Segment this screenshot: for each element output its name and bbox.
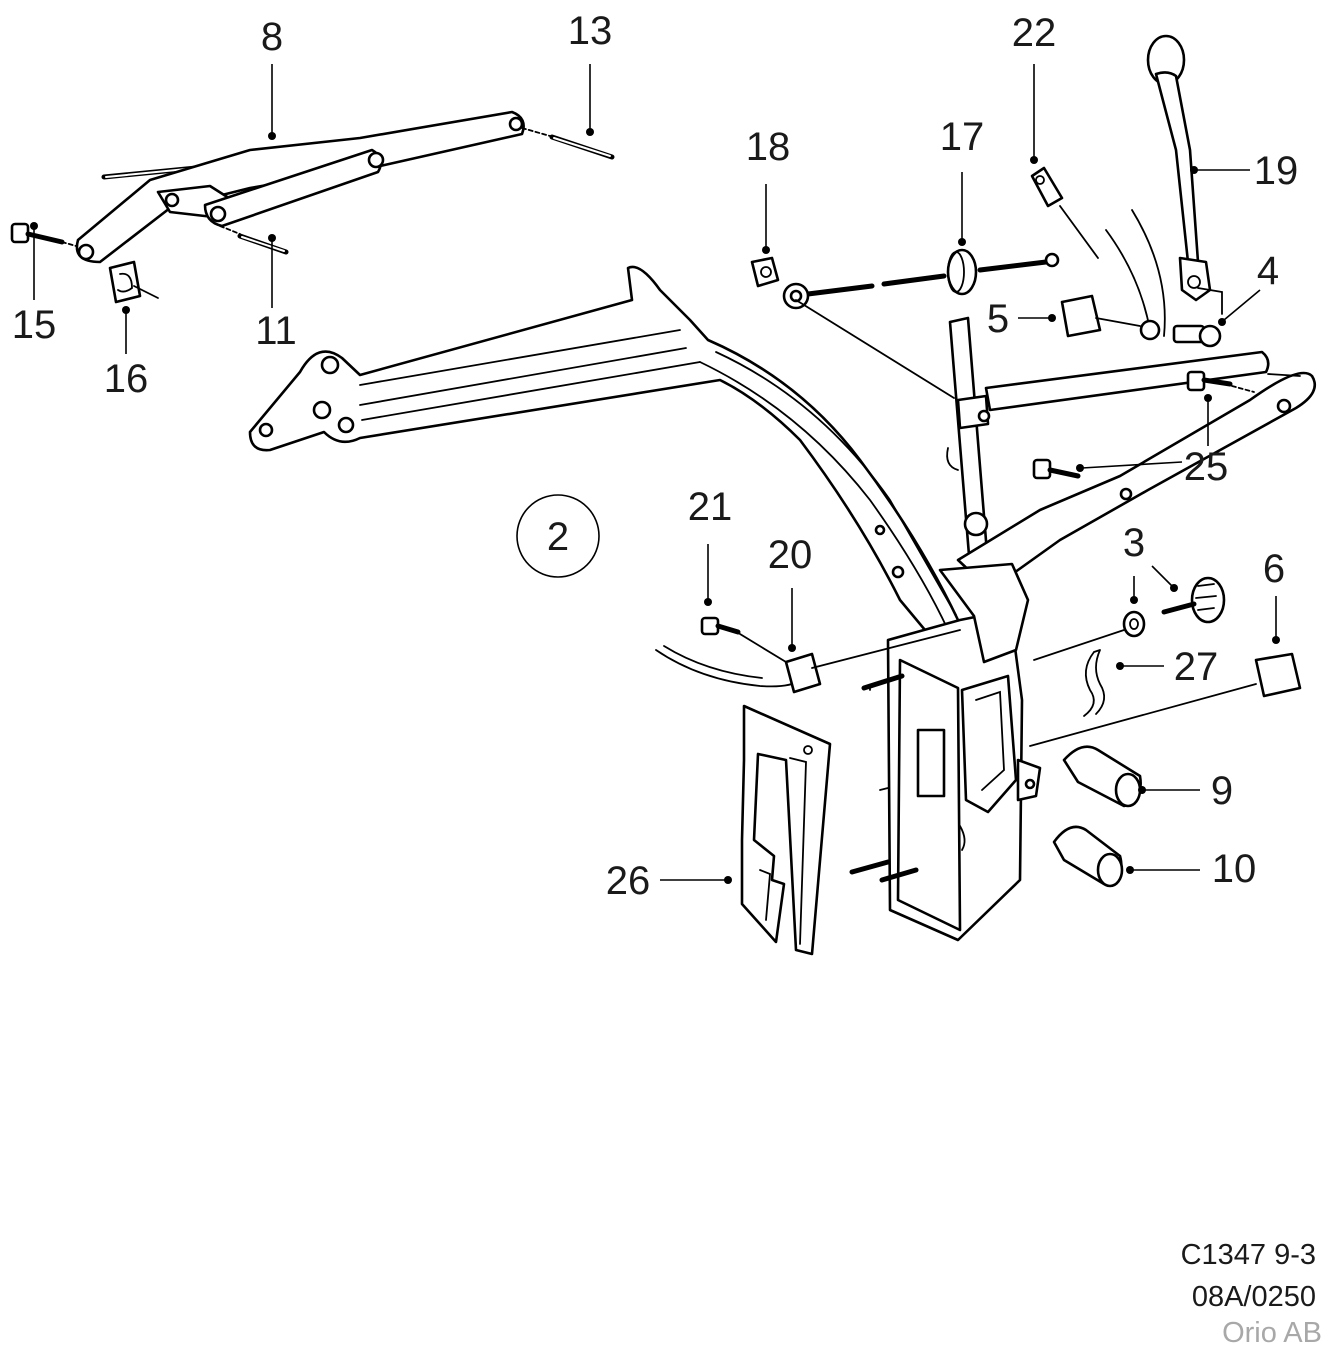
callout-circle-2 (516, 494, 600, 578)
publisher-watermark: Orio AB (1222, 1317, 1322, 1349)
handle-rod-part-19 (1146, 34, 1223, 315)
callout-6: 6 (1263, 547, 1285, 591)
clip-part-18 (750, 256, 780, 288)
buffer-part-9 (1062, 745, 1142, 808)
callout-10: 10 (1212, 847, 1257, 891)
callout-18: 18 (746, 125, 791, 169)
upper-link-arm-part-8 (75, 110, 525, 264)
callout-labels: 8 13 15 16 11 18 17 22 19 4 5 25 2 21 20… (12, 9, 1299, 903)
side-bracket-assembly (849, 316, 1317, 942)
cable-rod-part-17 (782, 248, 1060, 399)
drawing-number: 08A/0250 (1192, 1281, 1316, 1313)
knob-part-3 (1033, 576, 1226, 661)
pin-part-13 (521, 127, 615, 160)
callout-26: 26 (606, 859, 651, 903)
reference-block: C1347 9-3 08A/0250 Orio AB (1181, 1239, 1322, 1349)
callout-19: 19 (1254, 149, 1299, 193)
callout-9: 9 (1211, 769, 1233, 813)
callout-16: 16 (104, 357, 149, 401)
rod-part-4 (1105, 209, 1222, 348)
leader-lines (30, 64, 1280, 884)
callout-27: 27 (1174, 645, 1219, 689)
callout-5: 5 (987, 297, 1009, 341)
callout-21: 21 (688, 485, 733, 529)
screw-part-21 (700, 616, 787, 663)
screws-part-25 (1032, 370, 1255, 480)
bolt-part-15 (10, 222, 77, 247)
callout-17: 17 (940, 115, 985, 159)
callout-11: 11 (255, 309, 297, 353)
switch-part-20 (655, 629, 961, 694)
callout-22: 22 (1012, 11, 1057, 55)
spring-clip-part-27 (1083, 649, 1106, 717)
main-arm-part-2 (248, 265, 960, 662)
clip-part-5 (1060, 294, 1141, 338)
callout-2: 2 (547, 515, 569, 559)
callout-3: 3 (1123, 521, 1145, 565)
callout-15: 15 (12, 303, 57, 347)
callout-8: 8 (261, 15, 283, 59)
callout-13: 13 (568, 9, 613, 53)
callout-25: 25 (1184, 445, 1229, 489)
drawing-code: C1347 9-3 (1181, 1239, 1316, 1271)
gasket-part-26 (740, 704, 832, 956)
clip-part-16 (108, 260, 159, 304)
callout-20: 20 (768, 533, 813, 577)
clip-part-22 (1030, 166, 1099, 259)
pin-part-11 (219, 225, 289, 255)
buffer-part-10 (1052, 825, 1124, 888)
cap-part-6 (1029, 652, 1302, 747)
callout-4: 4 (1257, 249, 1279, 293)
nut-part-3 (1122, 610, 1146, 638)
